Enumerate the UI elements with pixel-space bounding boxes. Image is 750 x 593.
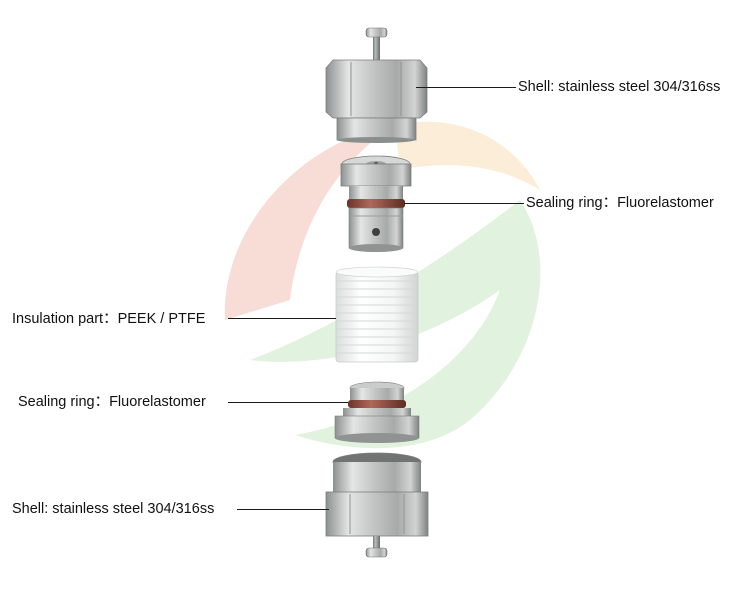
label-shell-top: Shell: stainless steel 304/316ss bbox=[518, 79, 721, 95]
upper-electrode-flange bbox=[340, 163, 412, 187]
insulation-threaded-body bbox=[335, 271, 419, 363]
bottom-shell-hex bbox=[325, 491, 429, 537]
label-sealing-ring-upper: Sealing ring：Fluorelastomer bbox=[526, 195, 714, 211]
top-shell-collar bbox=[336, 117, 417, 141]
leader-sealing-ring-lower bbox=[228, 402, 348, 403]
bottom-shell-pin bbox=[373, 536, 380, 550]
watermark-orange-swoosh bbox=[395, 121, 540, 190]
label-insulation: Insulation part：PEEK / PTFE bbox=[12, 311, 206, 327]
insulation-part bbox=[335, 266, 419, 363]
label-shell-bottom: Shell: stainless steel 304/316ss bbox=[12, 501, 215, 517]
top-shell-pin-head bbox=[365, 27, 388, 38]
top-shell-part bbox=[325, 27, 428, 143]
bottom-shell-part bbox=[325, 452, 429, 558]
lower-electrode-part bbox=[334, 381, 420, 443]
bottom-shell-pin-head bbox=[365, 547, 388, 558]
upper-electrode-part bbox=[340, 155, 412, 252]
leader-shell-bottom bbox=[237, 509, 329, 510]
watermark-red-swoosh bbox=[224, 125, 395, 320]
leader-sealing-ring-upper bbox=[404, 203, 524, 204]
top-shell-pin bbox=[373, 30, 380, 60]
leader-shell-top bbox=[416, 87, 516, 88]
lower-sealing-ring bbox=[348, 400, 406, 408]
upper-sealing-ring bbox=[347, 199, 405, 208]
label-sealing-ring-lower: Sealing ring：Fluorelastomer bbox=[18, 394, 206, 410]
upper-electrode-side-hole bbox=[372, 228, 380, 236]
leader-insulation bbox=[228, 318, 336, 319]
top-shell-hex bbox=[325, 59, 428, 119]
